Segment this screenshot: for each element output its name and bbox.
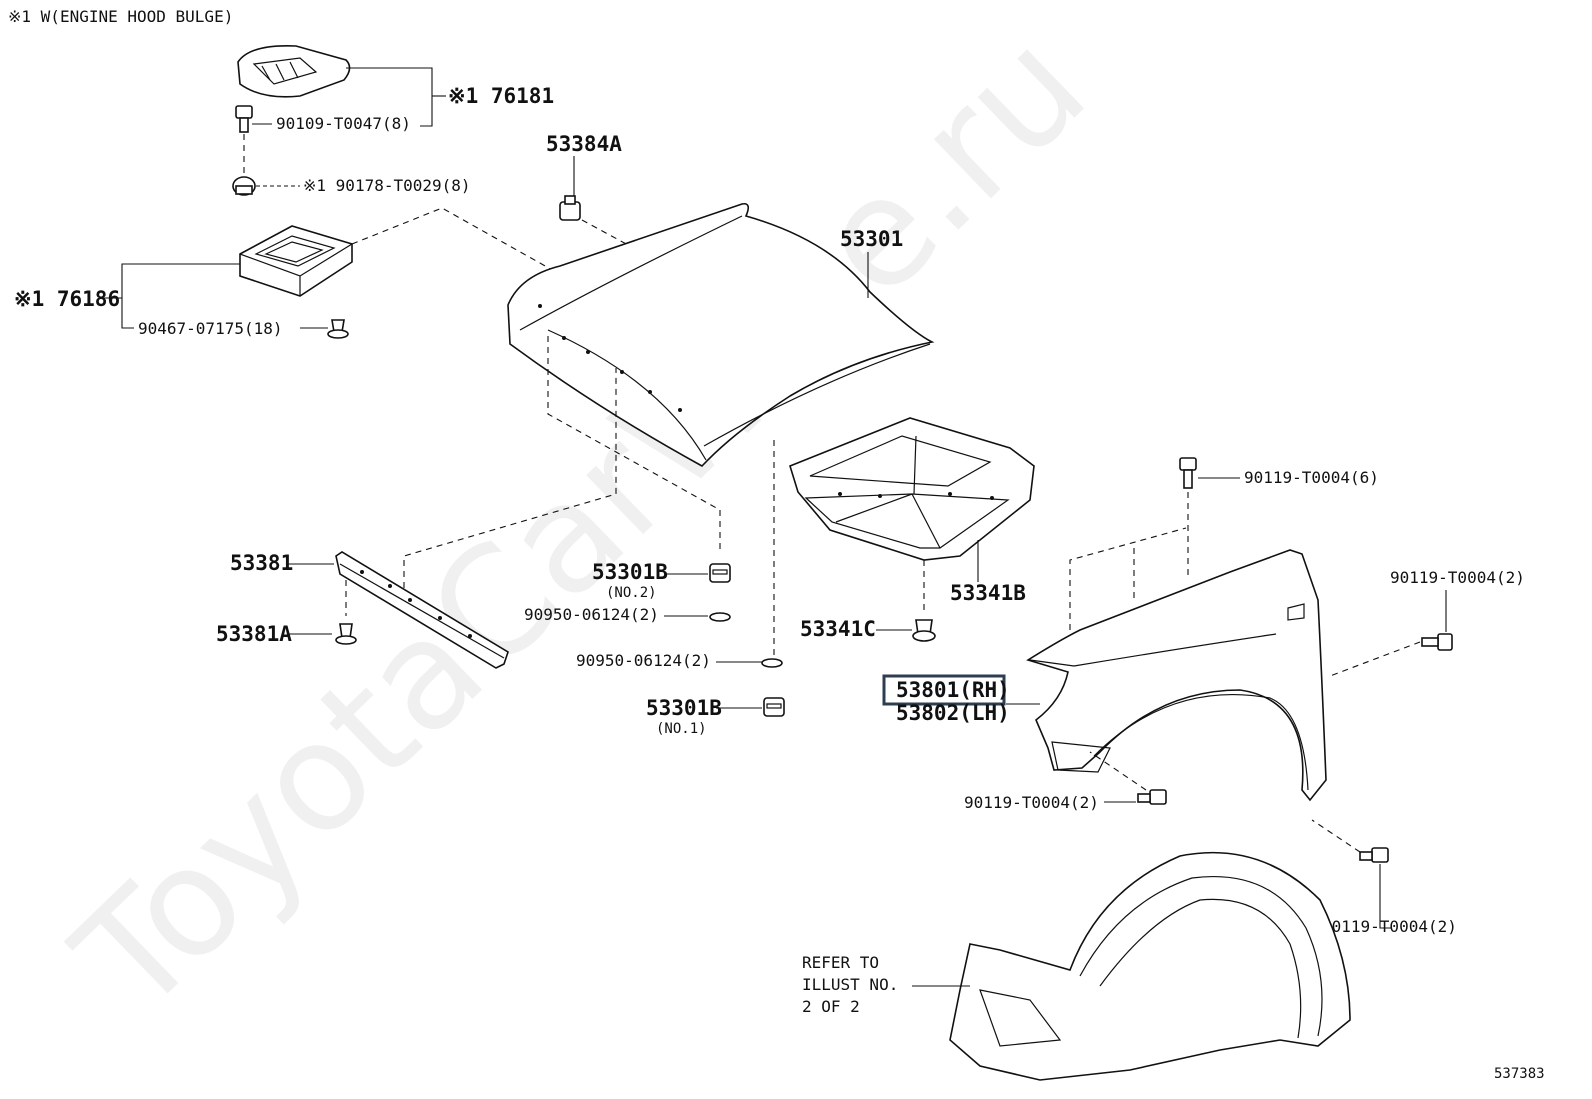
bulge-seal-part	[239, 225, 353, 297]
insulator-clip-icon	[912, 619, 936, 642]
callout-insulator-clip: 53341C	[800, 617, 876, 641]
callout-cushion-no2-sub: (NO.2)	[606, 585, 657, 601]
engine-hood-part	[507, 202, 935, 467]
callout-bolt-bottom: 90119-T0004(2)	[964, 793, 1099, 812]
callout-bolt-top: 90119-T0004(6)	[1244, 468, 1379, 487]
callout-bulge-seal: ※1 76186	[14, 287, 120, 311]
refer-line-1: REFER TO	[802, 953, 879, 972]
callout-bolt-lower-right: 90119-T0004(2)	[1322, 917, 1457, 936]
callout-bolt-right: 90119-T0004(2)	[1390, 568, 1525, 587]
ring-lower-icon	[761, 658, 783, 668]
callout-hood-insulator: 53341B	[950, 581, 1026, 605]
callout-cushion-no1-sub: (NO.1)	[656, 721, 707, 737]
ring-upper-icon	[709, 612, 731, 622]
callout-seal-strip: 53381	[230, 551, 293, 575]
hood-stopper-icon	[559, 195, 581, 221]
callout-ring-upper: 90950-06124(2)	[524, 605, 659, 624]
fender-liner-part	[949, 851, 1351, 1081]
bolt-lower-right-icon	[1359, 847, 1389, 863]
hood-insulator-part	[789, 417, 1035, 561]
cushion-no1-icon	[763, 697, 785, 717]
screw-90109-icon	[235, 105, 253, 133]
callout-screw-bulge: 90109-T0047(8)	[276, 114, 411, 133]
callout-cushion-no1: 53301B	[646, 696, 722, 720]
hood-bulge-part	[237, 45, 351, 98]
bolt-top-icon	[1179, 457, 1197, 489]
callout-fender-lh: 53802(LH)	[896, 701, 1010, 725]
callout-nut-bulge: ※1 90178-T0029(8)	[303, 176, 471, 195]
hood-seal-strip-part	[335, 551, 509, 669]
header-note: ※1 W(ENGINE HOOD BULGE)	[8, 7, 233, 26]
callout-ring-lower: 90950-06124(2)	[576, 651, 711, 670]
nut-90178-icon	[232, 176, 256, 196]
bolt-bottom-icon	[1137, 789, 1167, 805]
callout-hood-stopper: 53384A	[546, 132, 622, 156]
cushion-no2-icon	[709, 563, 731, 583]
refer-line-2: ILLUST NO.	[802, 975, 898, 994]
fender-rh-highlight	[882, 674, 1006, 706]
callout-clip-seal: 90467-07175(18)	[138, 319, 283, 338]
front-fender-part	[1026, 549, 1327, 802]
refer-line-3: 2 OF 2	[802, 997, 860, 1016]
callout-fender-rh[interactable]: 53801(RH)	[896, 678, 1010, 702]
callout-bulge: ※1 76181	[448, 84, 554, 108]
clip-90467-icon	[327, 319, 349, 339]
figure-number: 537383	[1494, 1066, 1545, 1082]
callout-seal-clip: 53381A	[216, 622, 292, 646]
bolt-right-icon	[1421, 633, 1453, 651]
seal-clip-icon	[335, 623, 357, 645]
callout-hood: 53301	[840, 227, 903, 251]
callout-cushion-no2: 53301B	[592, 560, 668, 584]
